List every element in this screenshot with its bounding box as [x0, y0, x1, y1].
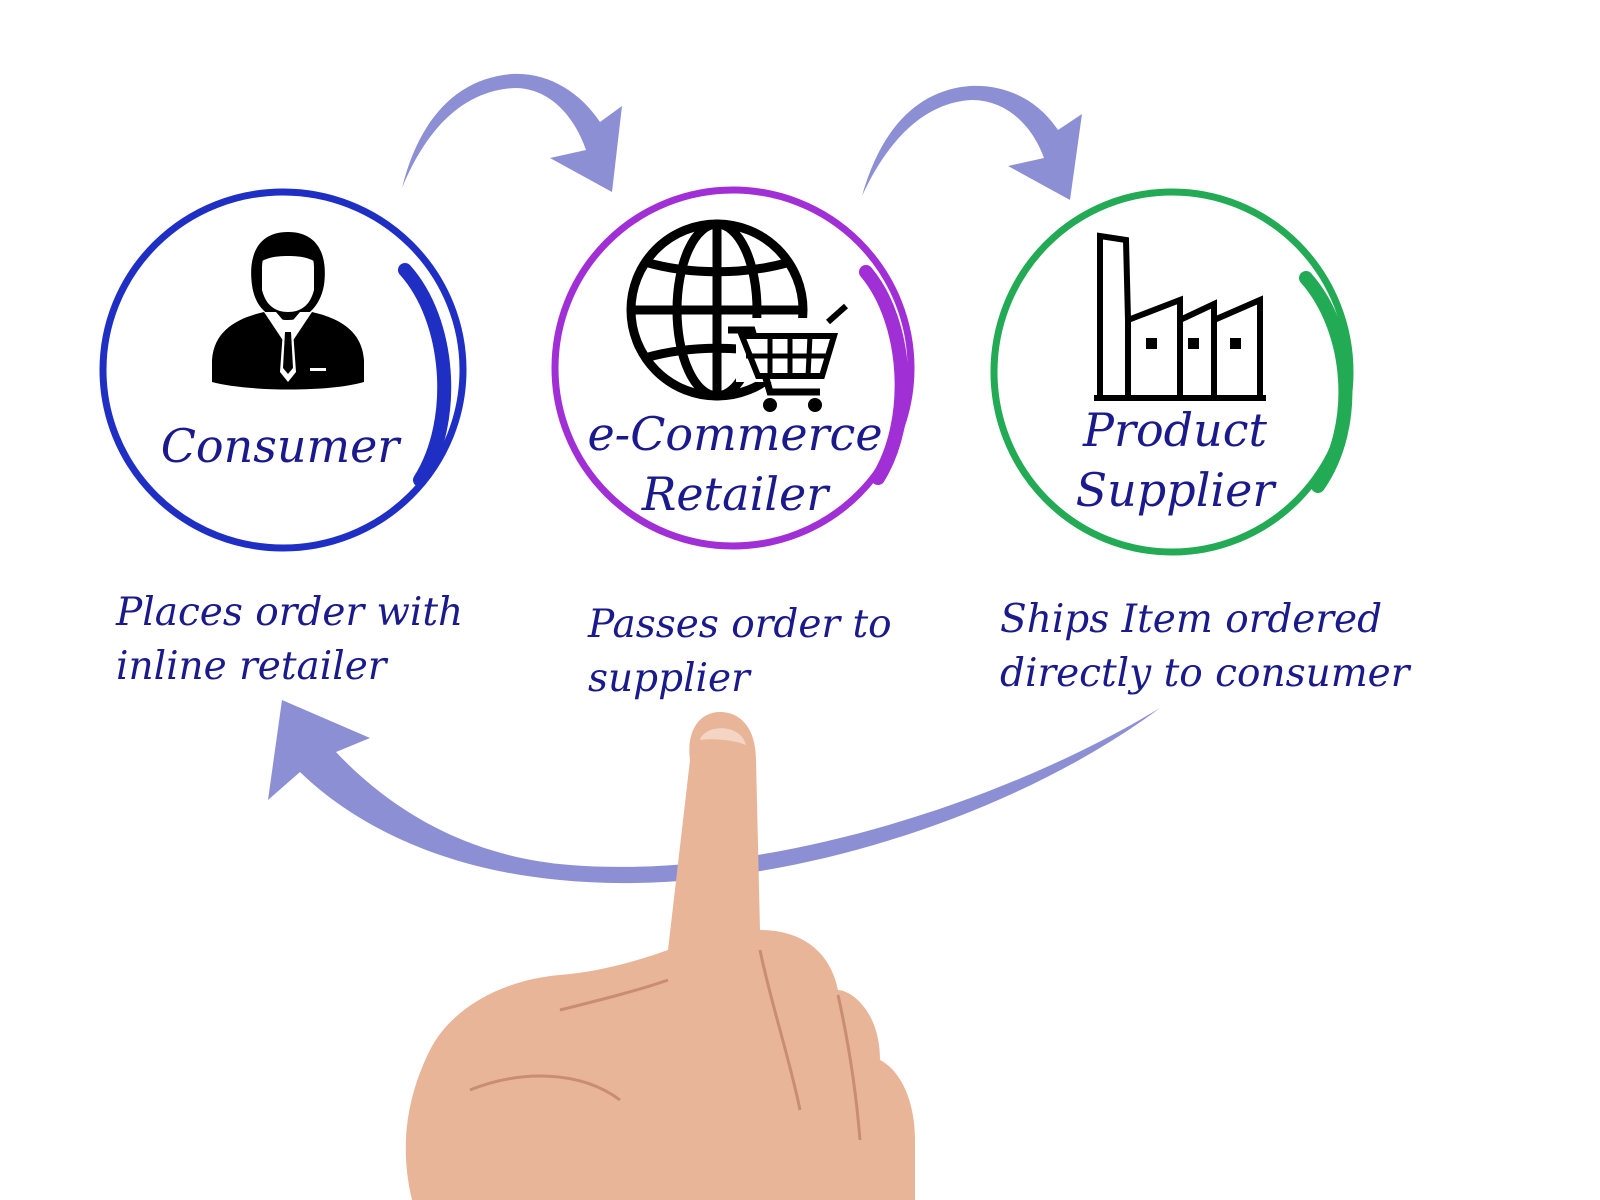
description-retailer-line1: Passes order to [587, 602, 892, 647]
node-retailer [551, 186, 915, 550]
pointing-hand-image [405, 712, 915, 1200]
node-label-retailer-line1: e-Commerce [587, 407, 882, 461]
node-label-retailer-line2: Retailer [641, 467, 831, 521]
node-supplier [990, 188, 1354, 556]
description-supplier-line2: directly to consumer [1000, 651, 1412, 696]
globe-cart-icon [626, 219, 848, 412]
person-icon [212, 232, 364, 390]
arrow-retailer-to-supplier [862, 85, 1082, 200]
description-supplier-line1: Ships Item ordered [1000, 597, 1382, 642]
node-consumer [99, 188, 467, 552]
arrow-consumer-to-retailer [402, 73, 622, 192]
description-consumer-line1: Places order with [115, 590, 463, 635]
description-retailer-line2: supplier [588, 656, 752, 701]
factory-icon [1094, 232, 1266, 401]
node-label-supplier-line2: Supplier [1076, 463, 1278, 517]
description-consumer-line2: inline retailer [116, 644, 389, 689]
node-label-supplier-line1: Product [1082, 403, 1267, 457]
node-label-consumer: Consumer [161, 419, 403, 473]
